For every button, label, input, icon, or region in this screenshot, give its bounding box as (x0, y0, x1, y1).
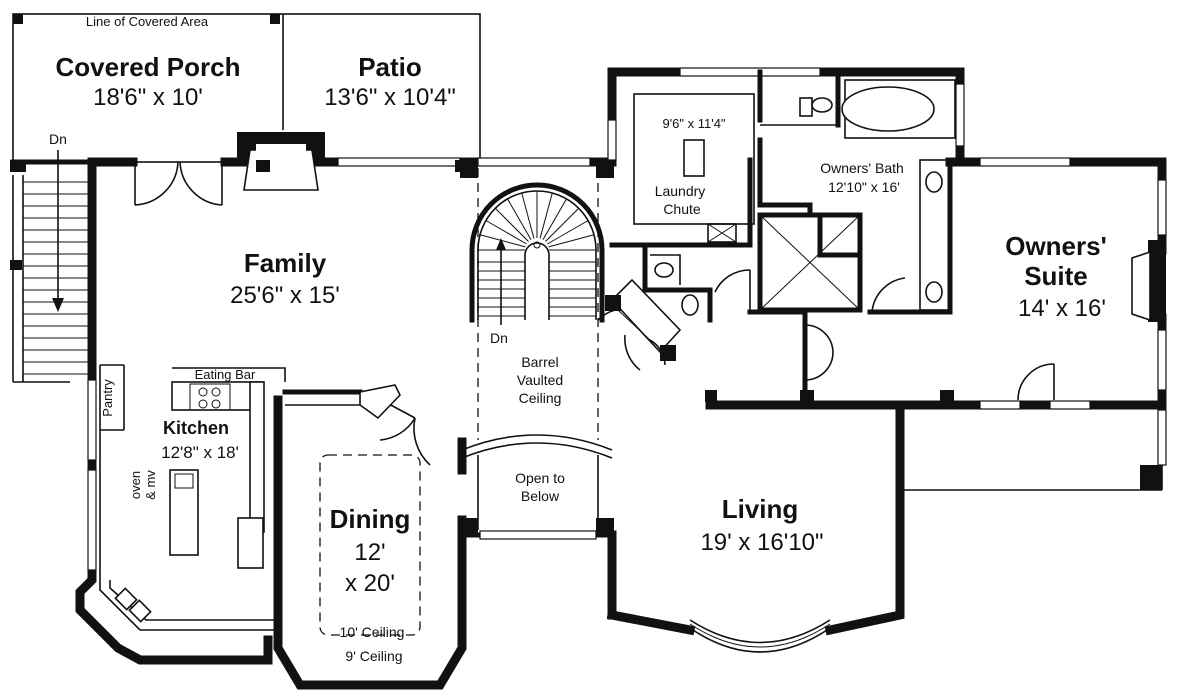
family-fireplace (237, 132, 325, 191)
owners-fireplace (1131, 240, 1166, 322)
spiral-tread (542, 198, 567, 240)
barrel-label-3: Ceiling (519, 390, 562, 406)
labels: Line of Covered Area Covered Porch 18'6"… (49, 14, 1107, 664)
ceiling-10-label: 10' Ceiling (340, 624, 405, 640)
living-dims: 19' x 16'10" (700, 529, 823, 556)
dining-dims-2: x 20' (345, 570, 395, 597)
interior-walls (10, 69, 956, 636)
patio-name: Patio (358, 52, 422, 82)
oven-label-2: & mv (143, 470, 158, 500)
oven-label-1: oven (128, 471, 143, 499)
covered-area-label: Line of Covered Area (86, 14, 209, 29)
spiral-tread (545, 207, 580, 242)
doors (133, 161, 1055, 466)
family-dims: 25'6" x 15' (230, 282, 340, 309)
owners-bath-name: Owners' Bath (820, 160, 904, 176)
living-name: Living (722, 494, 799, 524)
covered-porch-name: Covered Porch (56, 52, 241, 82)
spiral-tread (547, 220, 589, 245)
closet-dims: 9'6" x 11'4" (662, 116, 725, 131)
open-below-label-1: Open to (515, 470, 565, 486)
windows (87, 67, 1167, 571)
spiral-tread (479, 234, 526, 248)
owners-suite-name-2: Suite (1024, 261, 1088, 291)
patio-dims: 13'6" x 10'4" (324, 84, 456, 111)
spiral-tread (494, 207, 529, 242)
family-name: Family (244, 248, 327, 278)
barrel-label-1: Barrel (521, 354, 558, 370)
spiral-tread (539, 192, 553, 239)
pantry-label: Pantry (100, 379, 115, 417)
dn-stair-label: Dn (490, 330, 508, 346)
barrel-label-2: Vaulted (517, 372, 563, 388)
kitchen-dims: 12'8" x 18' (161, 443, 239, 462)
spiral-tread (485, 220, 527, 245)
living-bay-window (689, 619, 831, 653)
owners-suite-name-1: Owners' (1005, 231, 1107, 261)
owners-suite-dims: 14' x 16' (1018, 295, 1106, 322)
eating-bar-label: Eating Bar (195, 367, 256, 382)
exterior-stair (12, 150, 88, 383)
dining-name: Dining (330, 504, 411, 534)
laundry-chute-label-2: Chute (663, 201, 701, 217)
spiral-tread (548, 234, 595, 248)
dining-dims-1: 12' (354, 539, 385, 566)
spiral-tread (521, 192, 535, 239)
kitchen-name: Kitchen (163, 418, 229, 438)
dn-left-label: Dn (49, 131, 67, 147)
open-below-label-2: Below (521, 488, 560, 504)
owners-bath-dims: 12'10" x 16' (828, 179, 900, 195)
ceiling-9-label: 9' Ceiling (345, 648, 402, 664)
covered-porch-dims: 18'6" x 10' (93, 84, 203, 111)
spiral-stair (469, 182, 605, 325)
spiral-tread (507, 198, 532, 240)
laundry-chute-label-1: Laundry (655, 183, 706, 199)
